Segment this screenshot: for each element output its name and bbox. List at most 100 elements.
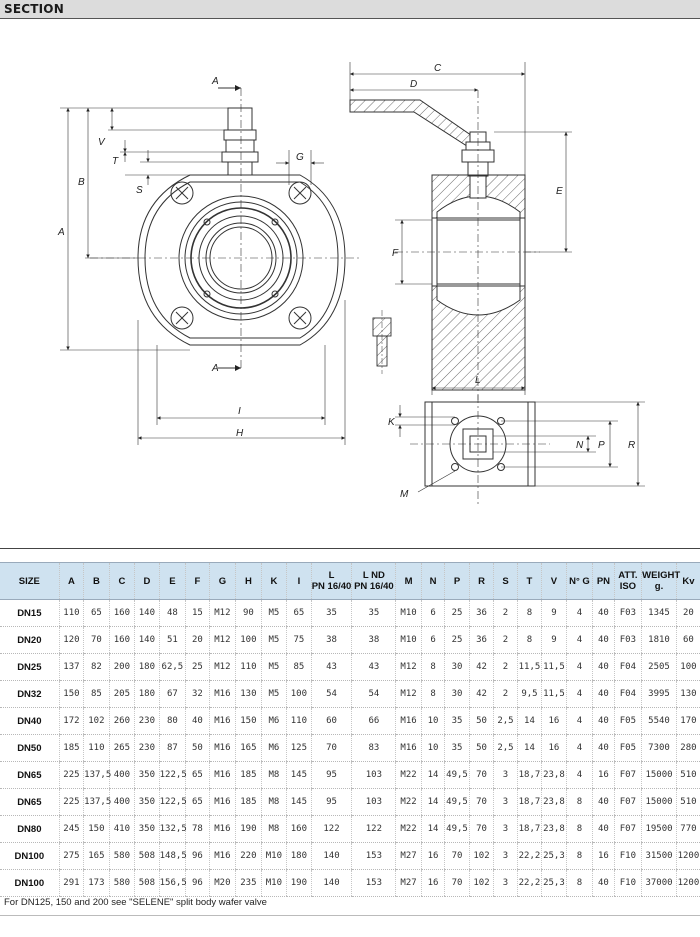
column-header: T — [516, 562, 542, 600]
value-cell: 350 — [134, 815, 160, 843]
dim-label-v: V — [98, 137, 106, 148]
technical-drawing: A A A B V T S G I H C D E F L K N P R M — [57, 62, 645, 505]
value-cell: 25 — [185, 653, 210, 681]
value-cell: F03 — [613, 599, 642, 627]
value-cell: 42 — [468, 653, 494, 681]
value-cell: 16 — [592, 761, 615, 789]
value-cell: 20 — [675, 599, 700, 627]
value-cell: 25 — [444, 626, 470, 654]
value-cell: 87 — [158, 734, 186, 762]
size-cell: DN100 — [0, 842, 60, 870]
value-cell: 14 — [516, 707, 542, 735]
column-header: E — [158, 562, 186, 600]
value-cell: 23,8 — [541, 815, 567, 843]
value-cell: 100 — [675, 653, 700, 681]
value-cell: 2,5 — [493, 734, 518, 762]
value-cell: 122 — [310, 815, 352, 843]
dim-label-a: A — [57, 227, 65, 238]
value-cell: 410 — [108, 815, 135, 843]
value-cell: 156,5 — [158, 869, 187, 897]
value-cell: 235 — [235, 869, 262, 897]
value-cell: 66 — [351, 707, 396, 735]
value-cell: 8 — [565, 869, 593, 897]
value-cell: M5 — [260, 653, 287, 681]
column-header: P — [444, 562, 470, 600]
value-cell: 51 — [158, 626, 186, 654]
value-cell: 8 — [420, 680, 445, 708]
value-cell: 83 — [351, 734, 396, 762]
value-cell: 190 — [286, 869, 312, 897]
value-cell: 8 — [516, 626, 542, 654]
value-cell: 140 — [310, 869, 352, 897]
column-header: PN — [592, 562, 615, 600]
value-cell: 130 — [675, 680, 700, 708]
value-cell: 150 — [83, 815, 110, 843]
value-cell: 40 — [592, 788, 615, 816]
value-cell: 1810 — [641, 626, 677, 654]
value-cell: 125 — [286, 734, 312, 762]
value-cell: 40 — [185, 707, 210, 735]
value-cell: M6 — [260, 734, 287, 762]
column-header: V — [541, 562, 567, 600]
value-cell: 70 — [468, 761, 494, 789]
value-cell: 102 — [468, 869, 494, 897]
value-cell: 225 — [58, 788, 84, 816]
value-cell: 291 — [58, 869, 84, 897]
value-cell: 82 — [83, 653, 110, 681]
value-cell: 43 — [310, 653, 352, 681]
column-header: F — [185, 562, 210, 600]
value-cell: 67 — [158, 680, 186, 708]
value-cell: 11,5 — [516, 653, 542, 681]
value-cell: M12 — [208, 626, 236, 654]
column-header: N° G — [565, 562, 593, 600]
value-cell: M8 — [260, 815, 287, 843]
dim-label-m: M — [400, 489, 409, 500]
value-cell: 85 — [286, 653, 312, 681]
value-cell: 185 — [58, 734, 84, 762]
value-cell: 8 — [565, 788, 593, 816]
value-cell: 350 — [134, 761, 160, 789]
column-header: SIZE — [0, 562, 60, 600]
value-cell: 40 — [592, 626, 615, 654]
value-cell: 122,5 — [158, 761, 187, 789]
value-cell: F05 — [613, 707, 642, 735]
value-cell: 20 — [185, 626, 210, 654]
value-cell: 8 — [565, 842, 593, 870]
value-cell: 1345 — [641, 599, 677, 627]
value-cell: 137,5 — [83, 761, 111, 789]
value-cell: 40 — [592, 734, 615, 762]
value-cell: M12 — [395, 680, 422, 708]
value-cell: 103 — [351, 788, 396, 816]
dim-label-p: P — [598, 440, 605, 451]
value-cell: 16 — [420, 842, 445, 870]
value-cell: 137 — [58, 653, 84, 681]
dim-label-t: T — [112, 156, 119, 167]
dim-label-l: L — [475, 375, 481, 386]
value-cell: 54 — [351, 680, 396, 708]
size-cell: DN65 — [0, 788, 60, 816]
value-cell: 200 — [108, 653, 135, 681]
value-cell: 49,5 — [444, 815, 470, 843]
value-cell: M5 — [260, 626, 287, 654]
value-cell: 25,3 — [541, 842, 567, 870]
value-cell: 110 — [58, 599, 84, 627]
value-cell: 260 — [108, 707, 135, 735]
value-cell: 4 — [565, 626, 593, 654]
value-cell: 770 — [675, 815, 700, 843]
size-cell: DN15 — [0, 599, 60, 627]
value-cell: 508 — [134, 842, 160, 870]
value-cell: M8 — [260, 788, 287, 816]
value-cell: 510 — [675, 761, 700, 789]
dim-label-n: N — [576, 440, 584, 451]
value-cell: M5 — [260, 599, 287, 627]
value-cell: 2 — [493, 653, 518, 681]
value-cell: M16 — [208, 734, 236, 762]
size-cell: DN40 — [0, 707, 60, 735]
value-cell: 54 — [310, 680, 352, 708]
value-cell: 38 — [310, 626, 352, 654]
value-cell: 25,3 — [541, 869, 567, 897]
